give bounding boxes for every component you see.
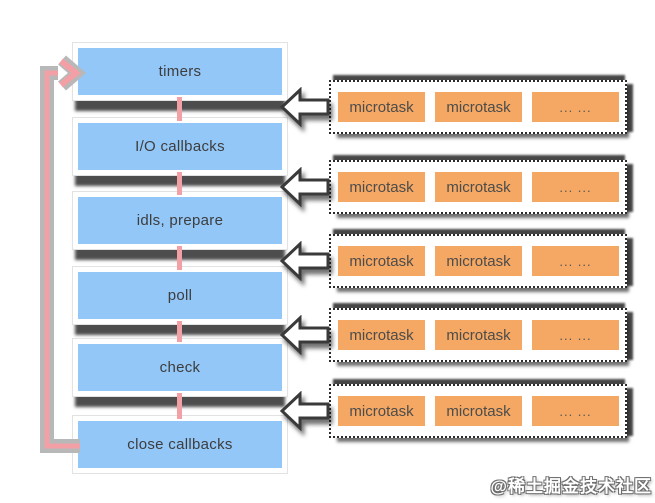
arrow-shape bbox=[279, 86, 330, 128]
phase-box-timers: timers bbox=[72, 42, 288, 101]
microtask-item: microtask bbox=[435, 246, 522, 276]
phase-label: I/O callbacks bbox=[135, 138, 225, 155]
arrow-shape bbox=[279, 240, 330, 282]
left-block-arrow-icon bbox=[279, 86, 330, 128]
microtask-ellipsis: ... ... bbox=[532, 320, 619, 350]
microtask-item: microtask bbox=[338, 172, 425, 202]
phase-box-close-callbacks: close callbacks bbox=[72, 415, 288, 474]
phase-box-check: check bbox=[72, 338, 288, 397]
arrow-shape bbox=[279, 390, 330, 432]
microtask-queue-row: microtask microtask ... ... bbox=[329, 308, 627, 362]
phase-label: idls, prepare bbox=[136, 212, 224, 229]
phase-label: close callbacks bbox=[127, 436, 233, 453]
microtask-queue-row: microtask microtask ... ... bbox=[329, 80, 627, 134]
phase-label: poll bbox=[167, 287, 193, 304]
phase-connector bbox=[177, 246, 182, 270]
left-block-arrow-icon bbox=[279, 314, 330, 356]
phase-box-idls-prepare: idls, prepare bbox=[72, 191, 288, 250]
microtask-item: microtask bbox=[435, 92, 522, 122]
microtask-item: microtask bbox=[338, 396, 425, 426]
phase-connector bbox=[177, 321, 182, 342]
phase-label: check bbox=[159, 359, 201, 376]
microtask-ellipsis: ... ... bbox=[532, 246, 619, 276]
phase-connector bbox=[177, 172, 182, 195]
juejin-watermark: @稀土掘金技术社区 bbox=[490, 477, 652, 496]
microtask-item: microtask bbox=[435, 320, 522, 350]
phase-connector bbox=[177, 97, 182, 121]
microtask-queue-row: microtask microtask ... ... bbox=[329, 384, 627, 438]
microtask-ellipsis: ... ... bbox=[532, 172, 619, 202]
microtask-item: microtask bbox=[338, 92, 425, 122]
arrow-shape bbox=[279, 314, 330, 356]
microtask-queue-row: microtask microtask ... ... bbox=[329, 234, 627, 288]
phase-box-io-callbacks: I/O callbacks bbox=[72, 117, 288, 176]
microtask-ellipsis: ... ... bbox=[532, 396, 619, 426]
phase-connector bbox=[177, 393, 182, 419]
microtask-ellipsis: ... ... bbox=[532, 92, 619, 122]
left-block-arrow-icon bbox=[279, 166, 330, 208]
microtask-item: microtask bbox=[338, 320, 425, 350]
microtask-item: microtask bbox=[435, 172, 522, 202]
phase-box-poll: poll bbox=[72, 266, 288, 325]
microtask-item: microtask bbox=[338, 246, 425, 276]
phase-label: timers bbox=[158, 63, 202, 80]
left-block-arrow-icon bbox=[279, 390, 330, 432]
microtask-item: microtask bbox=[435, 396, 522, 426]
arrow-shape bbox=[279, 166, 330, 208]
microtask-queue-row: microtask microtask ... ... bbox=[329, 160, 627, 214]
left-block-arrow-icon bbox=[279, 240, 330, 282]
